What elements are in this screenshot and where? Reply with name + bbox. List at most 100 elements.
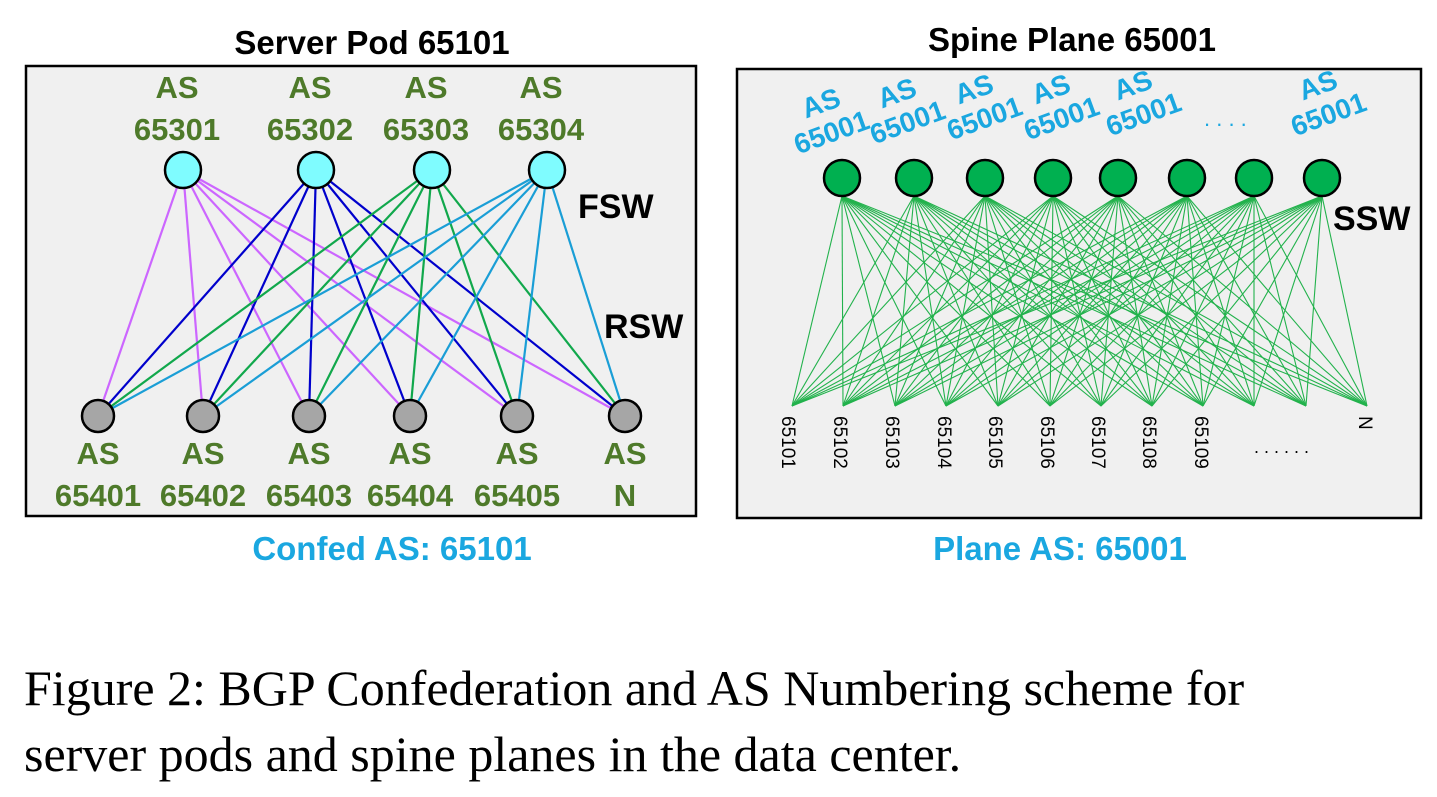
ssw-node bbox=[1167, 158, 1207, 198]
spine-link bbox=[841, 195, 999, 407]
rsw-as-label: AS bbox=[181, 436, 224, 471]
spine-link bbox=[945, 195, 1119, 407]
ssw-label: SSW bbox=[1333, 200, 1411, 238]
server-pod-nodes: AS65301AS65302AS65303AS65304AS65401AS654… bbox=[55, 70, 647, 513]
fsw-rsw-link bbox=[430, 169, 519, 417]
rsw-node bbox=[291, 398, 327, 434]
spine-link bbox=[1049, 195, 1054, 407]
server-pod-title: Server Pod 65101 bbox=[234, 24, 509, 61]
ssw-node bbox=[1033, 158, 1073, 198]
spine-link bbox=[841, 195, 947, 407]
fsw-as-label: AS bbox=[519, 70, 562, 105]
pod-as-label: N bbox=[1354, 416, 1375, 430]
fsw-rsw-link bbox=[307, 169, 318, 417]
spine-link bbox=[984, 195, 1307, 407]
spine-link bbox=[791, 195, 1323, 407]
fsw-as-label: AS bbox=[155, 70, 198, 105]
spine-link bbox=[984, 195, 1153, 407]
spine-link bbox=[842, 195, 986, 407]
ssw-node bbox=[1098, 158, 1138, 198]
spine-plane-title: Spine Plane 65001 bbox=[928, 21, 1216, 58]
confed-as-footer: Confed AS: 65101 bbox=[252, 530, 531, 567]
spine-link bbox=[842, 195, 1119, 407]
rsw-as-label: AS bbox=[76, 436, 119, 471]
spine-link bbox=[1117, 195, 1368, 407]
pod-as-label: 65101 bbox=[777, 416, 798, 469]
spine-link bbox=[1049, 195, 1119, 407]
spine-link bbox=[842, 195, 1188, 407]
spine-link bbox=[945, 195, 1188, 407]
spine-link bbox=[894, 195, 1323, 407]
spine-link bbox=[841, 195, 896, 407]
spine-link bbox=[1151, 195, 1323, 407]
spine-link bbox=[791, 195, 986, 407]
spine-link bbox=[913, 195, 1368, 407]
rsw-node bbox=[80, 398, 116, 434]
rsw-node bbox=[607, 398, 643, 434]
pod-as-label: 65106 bbox=[1036, 416, 1057, 469]
spine-link bbox=[984, 195, 1102, 407]
spine-link bbox=[1202, 195, 1255, 407]
rsw-node bbox=[185, 398, 221, 434]
spine-link bbox=[1052, 195, 1255, 407]
caption-line-2: server pods and spine planes in the data… bbox=[24, 726, 962, 782]
fsw-rsw-link bbox=[182, 169, 626, 417]
spine-link bbox=[1052, 195, 1153, 407]
ssw-top-ellipsis: . . . . bbox=[1204, 106, 1247, 131]
fsw-rsw-link bbox=[182, 169, 310, 417]
spine-link bbox=[945, 195, 1323, 407]
ssw-node bbox=[965, 158, 1005, 198]
server-pod-panel bbox=[24, 64, 698, 518]
spine-link bbox=[1052, 195, 1368, 407]
fsw-rsw-links bbox=[96, 169, 627, 417]
fsw-rsw-link bbox=[408, 169, 434, 417]
fsw-as-number: 65303 bbox=[383, 112, 469, 147]
fsw-node bbox=[163, 150, 203, 190]
spine-link bbox=[984, 195, 1255, 407]
spine-link bbox=[913, 195, 1102, 407]
fsw-rsw-link bbox=[308, 169, 548, 417]
pod-as-label: 65107 bbox=[1087, 416, 1108, 469]
pod-as-label: 65102 bbox=[829, 416, 850, 469]
ssw-node bbox=[1234, 158, 1274, 198]
rsw-node bbox=[392, 398, 428, 434]
spine-link bbox=[913, 195, 947, 407]
spine-link bbox=[791, 195, 843, 407]
spine-link bbox=[945, 195, 1054, 407]
caption-line-1: Figure 2: BGP Confederation and AS Numbe… bbox=[24, 660, 1245, 716]
fsw-label: FSW bbox=[578, 188, 654, 226]
pod-as-label: 65105 bbox=[984, 416, 1005, 469]
fsw-node bbox=[412, 150, 452, 190]
pod-as-label: 65109 bbox=[1190, 416, 1211, 469]
fsw-as-label: AS bbox=[288, 70, 331, 105]
spine-link bbox=[984, 195, 999, 407]
spine-link bbox=[1186, 195, 1255, 407]
spine-link bbox=[894, 195, 1054, 407]
fsw-as-number: 65304 bbox=[498, 112, 585, 147]
fsw-rsw-link bbox=[202, 169, 548, 417]
fsw-rsw-link bbox=[515, 169, 549, 417]
spine-link bbox=[1052, 195, 1102, 407]
plane-as-footer: Plane AS: 65001 bbox=[933, 530, 1187, 567]
fsw-as-number: 65301 bbox=[134, 112, 220, 147]
spine-link bbox=[945, 195, 986, 407]
spine-link bbox=[894, 195, 1119, 407]
ssw-node bbox=[1302, 158, 1342, 198]
spine-link bbox=[894, 195, 1255, 407]
rsw-node bbox=[499, 398, 535, 434]
spine-link bbox=[1253, 195, 1307, 407]
fsw-as-number: 65302 bbox=[267, 112, 353, 147]
spine-link bbox=[841, 195, 1102, 407]
spine-link bbox=[841, 195, 844, 407]
fsw-rsw-link bbox=[181, 169, 205, 417]
spine-link bbox=[1321, 195, 1368, 407]
fsw-rsw-link bbox=[97, 169, 433, 417]
spine-link bbox=[1100, 195, 1188, 407]
spine-link bbox=[1100, 195, 1255, 407]
fsw-rsw-link bbox=[315, 169, 626, 417]
ssw-node bbox=[822, 158, 862, 198]
spine-link bbox=[1049, 195, 1188, 407]
rsw-as-number: 65402 bbox=[160, 478, 246, 513]
fsw-rsw-link bbox=[431, 169, 626, 417]
